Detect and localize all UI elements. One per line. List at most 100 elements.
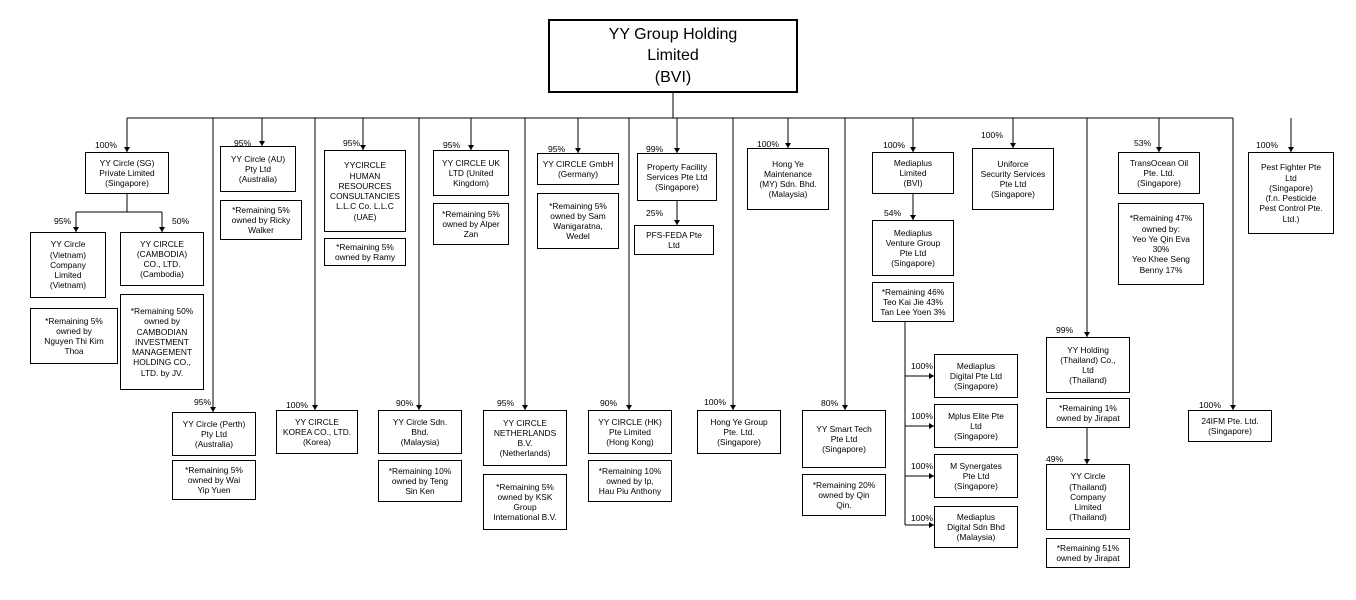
ownership-percentage: 95% [54,216,72,226]
entity-box: YY Circle Sdn. Bhd. (Malaysia) [378,410,462,454]
arrowhead [1156,147,1162,152]
entity-box: YY CIRCLE (HK) Pte Limited (Hong Kong) [588,410,672,454]
ownership-percentage: 100% [95,140,117,150]
arrowhead [360,145,366,150]
entity-box: *Remaining 5% owned by Nguyen Thi Kim Th… [30,308,118,364]
entity-box: YY Circle (Thailand) Company Limited (Th… [1046,464,1130,530]
entity-box: *Remaining 5% owned by Ricky Walker [220,200,302,240]
ownership-percentage: 100% [286,400,308,410]
ownership-percentage: 25% [646,208,664,218]
arrowhead [210,407,216,412]
arrowhead [1288,147,1294,152]
arrowhead [842,405,848,410]
arrowhead [124,147,130,152]
ownership-percentage: 100% [911,461,933,471]
ownership-percentage: 100% [1256,140,1278,150]
ownership-percentage: 100% [704,397,726,407]
ownership-percentage: 95% [194,397,212,407]
entity-box: Mediaplus Limited (BVI) [872,152,954,194]
arrowhead [468,145,474,150]
ownership-percentage: 95% [343,138,361,148]
entity-box: PFS-FEDA Pte Ltd [634,225,714,255]
entity-box: *Remaining 47% owned by: Yeo Ye Qin Eva … [1118,203,1204,285]
ownership-percentage: 100% [883,140,905,150]
ownership-percentage: 95% [234,138,252,148]
entity-box: YY Holding (Thailand) Co., Ltd (Thailand… [1046,337,1130,393]
entity-box: Uniforce Security Services Pte Ltd (Sing… [972,148,1054,210]
arrowhead [785,143,791,148]
arrowhead [73,227,79,232]
entity-box: YYCIRCLE HUMAN RESOURCES CONSULTANCIES L… [324,150,406,232]
entity-box: Hong Ye Maintenance (MY) Sdn. Bhd. (Mala… [747,148,829,210]
entity-box: YY Circle (SG) Private Limited (Singapor… [85,152,169,194]
entity-box: Mediaplus Digital Sdn Bhd (Malaysia) [934,506,1018,548]
ownership-percentage: 100% [911,361,933,371]
arrowhead [674,220,680,225]
entity-box: YY Smart Tech Pte Ltd (Singapore) [802,410,886,468]
arrowhead [929,423,934,429]
arrowhead [575,148,581,153]
ownership-percentage: 99% [1056,325,1074,335]
entity-box: YY Circle (Perth) Pty Ltd (Australia) [172,412,256,456]
arrowhead [674,148,680,153]
arrowhead [1010,143,1016,148]
entity-box: *Remaining 20% owned by Qin Qin. [802,474,886,516]
arrowhead [929,473,934,479]
arrowhead [259,141,265,146]
ownership-percentage: 100% [1199,400,1221,410]
arrowhead [1084,332,1090,337]
entity-box: YY CIRCLE UK LTD (United Kingdom) [433,150,509,196]
arrowhead [910,215,916,220]
ownership-percentage: 100% [981,130,1003,140]
entity-box: *Remaining 5% owned by KSK Group Interna… [483,474,567,530]
ownership-percentage: 95% [548,144,566,154]
ownership-percentage: 95% [443,140,461,150]
entity-box: Pest Fighter Pte Ltd (Singapore) (f.n. P… [1248,152,1334,234]
entity-box: *Remaining 5% owned by Alper Zan [433,203,509,245]
arrowhead [929,522,934,528]
arrowhead [910,147,916,152]
ownership-percentage: 90% [396,398,414,408]
entity-box: YY CIRCLE GmbH (Germany) [537,153,619,185]
arrowhead [416,405,422,410]
ownership-percentage: 53% [1134,138,1152,148]
arrowhead [1230,405,1236,410]
ownership-percentage: 90% [600,398,618,408]
entity-box: TransOcean Oil Pte. Ltd. (Singapore) [1118,152,1200,194]
ownership-percentage: 99% [646,144,664,154]
ownership-percentage: 100% [757,139,779,149]
entity-box: Mediaplus Venture Group Pte Ltd (Singapo… [872,220,954,276]
entity-box: *Remaining 5% owned by Sam Wanigaratna, … [537,193,619,249]
entity-box: *Remaining 5% owned by Ramy [324,238,406,266]
arrowhead [626,405,632,410]
entity-box: *Remaining 5% owned by Wai Yip Yuen [172,460,256,500]
entity-box: *Remaining 1% owned by Jirapat [1046,398,1130,428]
entity-box: Hong Ye Group Pte. Ltd. (Singapore) [697,410,781,454]
ownership-percentage: 95% [497,398,515,408]
ownership-percentage: 100% [911,411,933,421]
ownership-percentage: 49% [1046,454,1064,464]
entity-box: Mediaplus Digital Pte Ltd (Singapore) [934,354,1018,398]
arrowhead [159,227,165,232]
entity-box: YY Circle (Vietnam) Company Limited (Vie… [30,232,106,298]
ownership-percentage: 54% [884,208,902,218]
arrowhead [929,373,934,379]
entity-box: *Remaining 50% owned by CAMBODIAN INVEST… [120,294,204,390]
entity-box: M Synergates Pte Ltd (Singapore) [934,454,1018,498]
ownership-percentage: 100% [911,513,933,523]
entity-box: YY Circle (AU) Pty Ltd (Australia) [220,146,296,192]
entity-box: *Remaining 46% Teo Kai Jie 43% Tan Lee Y… [872,282,954,322]
entity-box: YY CIRCLE (CAMBODIA) CO., LTD. (Cambodia… [120,232,204,286]
arrowhead [1084,459,1090,464]
entity-box: *Remaining 10% owned by Ip, Hau Piu Anth… [588,460,672,502]
entity-box: Mplus Elite Pte Ltd (Singapore) [934,404,1018,448]
arrowhead [522,405,528,410]
arrowhead [730,405,736,410]
entity-box: Property Facility Services Pte Ltd (Sing… [637,153,717,201]
root-entity-box: YY Group Holding Limited (BVI) [548,19,798,93]
entity-box: YY CIRCLE NETHERLANDS B.V. (Netherlands) [483,410,567,466]
ownership-percentage: 80% [821,398,839,408]
entity-box: *Remaining 51% owned by Jirapat [1046,538,1130,568]
entity-box: 24IFM Pte. Ltd. (Singapore) [1188,410,1272,442]
